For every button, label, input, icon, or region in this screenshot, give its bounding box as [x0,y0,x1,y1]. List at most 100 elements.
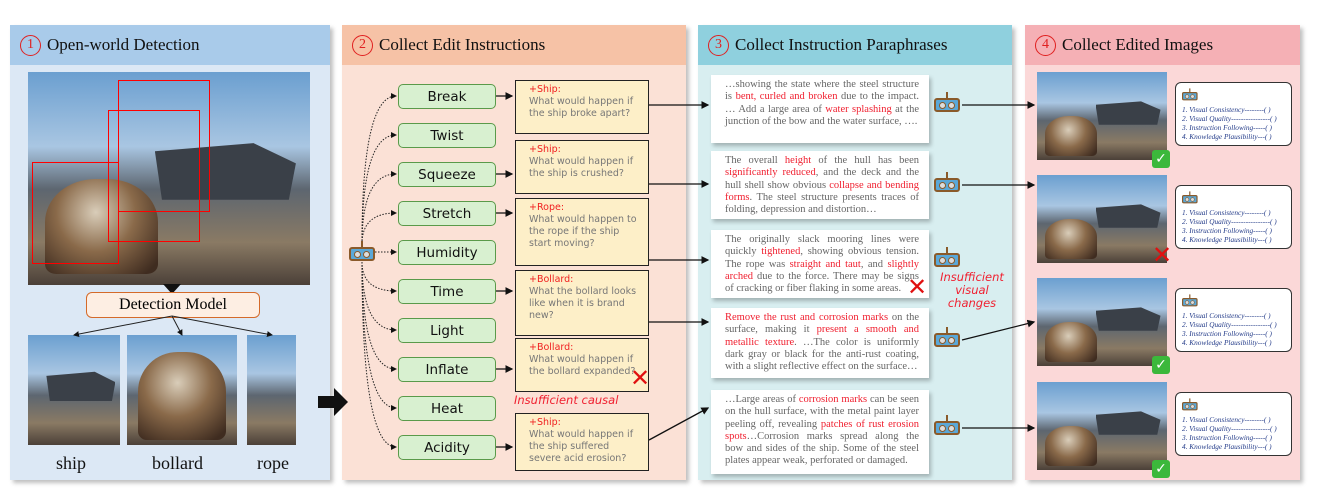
panel-title: Open-world Detection [47,35,200,54]
source-image [28,72,310,285]
edited-image [1037,175,1167,263]
panel-header: 1 Open-world Detection [10,25,330,65]
panel-title: Collect Edit Instructions [379,35,546,54]
score-criterion: 1. Visual Consistency--------( ) [1182,311,1271,320]
score-card: 1. Visual Consistency--------( )2. Visua… [1175,82,1292,146]
question-card: +Ship:What would happen if the ship is c… [515,140,649,194]
crop-label-ship: ship [56,453,87,473]
question-text: What would happen if the ship broke apar… [529,96,634,119]
paraphrase-card: The overall height of the hull has been … [711,151,929,219]
step-number: 4 [1035,34,1056,56]
object-tag: +Ship: [529,144,561,155]
arrow [648,407,710,441]
panel-title: Collect Edited Images [1062,35,1214,54]
crop-rope [247,335,296,445]
detection-model-label: Detection Model [119,296,227,313]
question-card: +Rope:What would happen to the rope if t… [515,198,649,266]
object-tag: +Ship: [529,84,561,95]
panel-title: Collect Instruction Paraphrases [735,35,948,54]
paraphrase-text: , showing obvious tension. The rope was [725,246,919,270]
crop-ship [28,335,120,445]
crop-label-bollard: bollard [152,453,203,473]
score-card: 1. Visual Consistency--------( )2. Visua… [1175,288,1292,352]
paraphrase-text: The overall [725,155,785,166]
highlighted-phrase: corrosion marks [798,394,868,405]
highlighted-phrase: height [784,155,812,166]
highlighted-phrase: Remove the rust and corrosion marks [725,312,889,323]
paraphrase-text: , and [860,258,888,270]
highlighted-phrase: slightly arched [725,258,919,282]
check-icon: ✓ [1152,460,1170,478]
robot-icon [1182,294,1198,307]
score-criterion: 1. Visual Consistency--------( ) [1182,105,1271,114]
question-text: What would happen to the rope if the shi… [529,214,637,249]
panel-header: 4 Collect Edited Images [1025,25,1300,65]
score-criterion: 4. Knowledge Plausibility---( ) [1182,442,1272,451]
question-text: What would happen if the bollard expande… [529,354,636,377]
question-text: What would happen if the ship is crushed… [529,156,634,179]
score-criterion: 4. Knowledge Plausibility---( ) [1182,235,1272,244]
paraphrase-text: …Corrosion marks spread along the bow an… [725,430,919,467]
edit-type-break: Break [398,84,496,109]
crop-bollard [127,335,237,445]
object-tag: +Bollard: [529,274,574,285]
robot-icon [1182,398,1198,411]
reject-x-icon: ✕ [907,273,928,301]
edit-type-acidity: Acidity [398,435,496,460]
step-number: 3 [708,34,729,56]
robot-icon [1182,191,1198,204]
robot-icon [934,247,960,267]
bbox-ship [118,80,210,212]
arrow [361,171,397,245]
score-card: 1. Visual Consistency--------( )2. Visua… [1175,185,1292,249]
big-right-arrow-icon [318,388,348,416]
score-criterion: 1. Visual Consistency--------( ) [1182,415,1271,424]
edit-type-twist: Twist [398,123,496,148]
arrow [361,210,397,245]
score-criterion: 3. Instruction Following-----( ) [1182,329,1272,338]
paraphrase-text: …showing the state where the steel struc… [725,79,919,103]
paraphrase-text: due to the impact. … Add a large area of [725,91,919,115]
score-card: 1. Visual Consistency--------( )2. Visua… [1175,392,1292,456]
step-number: 2 [352,34,373,56]
score-criterion: 4. Knowledge Plausibility---( ) [1182,338,1272,347]
robot-icon [349,241,375,261]
arrow [961,319,1036,341]
paraphrase-text: on the surface, making it [725,312,920,336]
check-icon: ✓ [1152,150,1170,168]
step-number: 1 [20,34,41,56]
paraphrase-card: …Large areas of corrosion marks can be s… [711,390,929,474]
edit-type-light: Light [398,318,496,343]
score-criterion: 2. Visual Quality----------------( ) [1182,320,1277,329]
arrow [361,132,397,245]
arrow [361,261,397,411]
score-criterion: 2. Visual Quality----------------( ) [1182,424,1277,433]
panel-header: 2 Collect Edit Instructions [342,25,686,65]
question-text: What the bollard looks like when it is b… [529,286,637,321]
edit-type-stretch: Stretch [398,201,496,226]
highlighted-phrase: present a smooth and metallic texture [725,324,920,348]
highlighted-phrase: significantly reduced [725,167,816,179]
question-card: +Bollard:What would happen if the bollar… [515,338,649,392]
rejection-visual-label: Insufficient visual changes [940,270,1004,310]
robot-icon [1182,88,1198,101]
edit-type-humidity: Humidity [398,240,496,265]
highlighted-phrase: straight and taut [789,258,861,270]
paraphrase-text: . The steel structure presents traces of… [725,191,919,216]
panel-header: 3 Collect Instruction Paraphrases [698,25,1012,65]
score-criterion: 2. Visual Quality----------------( ) [1182,217,1277,226]
score-criterion: 3. Instruction Following-----( ) [1182,433,1272,442]
arrow [361,93,397,245]
paraphrase-text: due to the force. There may be signs of … [725,270,919,295]
paraphrase-text: at the junction of the bow and the water… [725,103,919,127]
highlighted-phrase: water splashing [825,103,892,115]
edit-type-time: Time [398,279,496,304]
score-criterion: 4. Knowledge Plausibility---( ) [1182,132,1272,141]
question-card: +Bollard:What the bollard looks like whe… [515,270,649,336]
paraphrase-text: of the hull has been [811,155,919,166]
object-tag: +Ship: [529,417,561,428]
edited-image [1037,278,1167,366]
arrow [361,261,397,450]
paraphrase-card: …showing the state where the steel struc… [711,75,929,143]
reject-x-icon: ✕ [1152,241,1173,269]
